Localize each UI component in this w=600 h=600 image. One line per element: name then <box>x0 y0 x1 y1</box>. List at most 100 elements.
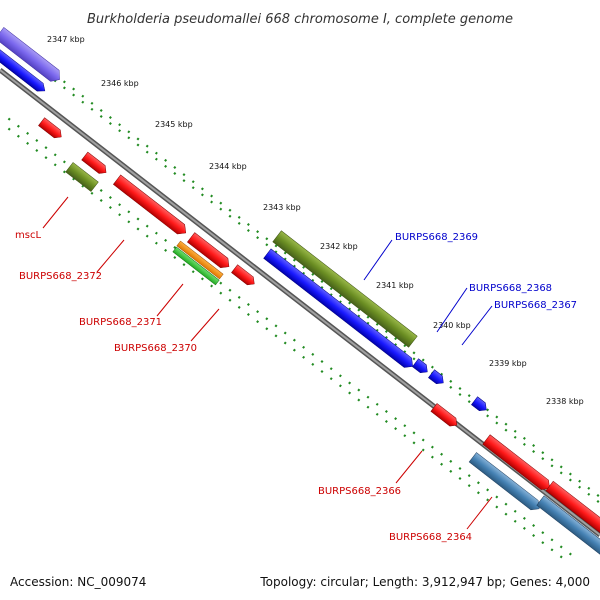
tick-dot <box>44 146 48 150</box>
tick-dot <box>90 101 94 105</box>
tick-dot <box>559 471 563 475</box>
tick-dot <box>108 196 112 200</box>
tick-dot <box>430 365 434 369</box>
tick-dot <box>403 424 407 428</box>
tick-dot <box>256 310 260 314</box>
tick-dot <box>265 327 269 331</box>
tick-dot <box>348 391 352 395</box>
tick-dot <box>366 405 370 409</box>
gene-bar-burps668-2370[interactable] <box>172 246 220 286</box>
tick-dot <box>53 153 57 157</box>
tick-dot <box>246 229 250 232</box>
gene-label-burps668-2372[interactable]: BURPS668_2372 <box>19 271 102 282</box>
gene-label-burps668-2367[interactable]: BURPS668_2367 <box>494 300 577 311</box>
tick-dot <box>164 158 168 162</box>
tick-dot <box>384 419 388 423</box>
tick-dot <box>348 301 352 305</box>
gene-label-burps668-2368[interactable]: BURPS668_2368 <box>469 283 552 294</box>
tick-dot <box>283 251 287 255</box>
tick-dot <box>274 334 278 338</box>
scale-label: 2347 kbp <box>47 35 85 44</box>
tick-dot <box>421 438 425 442</box>
tick-dot <box>467 400 471 404</box>
tick-dot <box>191 270 195 274</box>
tick-dot <box>311 362 315 366</box>
gene-bar-red[interactable] <box>81 151 109 176</box>
gene-bar-red[interactable] <box>38 117 64 141</box>
gene-bar-blue[interactable] <box>471 396 489 414</box>
tick-dot <box>182 173 186 177</box>
gene-bar-burps668-2364[interactable] <box>468 452 543 514</box>
tick-dot <box>210 200 214 204</box>
gene-bar-burps668-2367[interactable] <box>428 369 446 387</box>
tick-dot <box>486 488 490 492</box>
tick-dot <box>504 428 508 432</box>
tick-dot <box>237 305 241 309</box>
gene-bar-red[interactable] <box>545 480 600 538</box>
gene-label-burps668-2364[interactable]: BURPS668_2364 <box>389 532 472 543</box>
tick-dot <box>228 208 232 212</box>
tick-dot <box>550 548 554 552</box>
tick-dot <box>81 184 85 188</box>
tick-dot <box>228 214 232 218</box>
tick-dot <box>118 129 122 133</box>
tick-dot <box>476 491 480 495</box>
tick-dot <box>495 495 499 499</box>
tick-dot <box>357 314 361 318</box>
gene-bar-red[interactable] <box>482 434 554 494</box>
tick-dot <box>329 287 333 291</box>
gene-label-burps668-2369[interactable]: BURPS668_2369 <box>395 232 478 243</box>
gene-bar-burps668-2368[interactable] <box>412 358 430 376</box>
tick-dot <box>191 186 195 190</box>
tick-dot <box>81 100 85 104</box>
tick-dot <box>532 524 536 528</box>
tick-dot <box>265 237 269 241</box>
tick-dot <box>302 271 306 275</box>
tick-dot <box>256 230 260 234</box>
gene-bar-red[interactable] <box>187 232 232 272</box>
tick-dot <box>274 324 278 328</box>
gene-label-burps668-2370[interactable]: BURPS668_2370 <box>114 343 197 354</box>
tick-dot <box>7 127 11 131</box>
tick-dot <box>541 541 545 545</box>
tick-dot <box>154 151 158 155</box>
gene-bar-blue[interactable] <box>263 248 417 371</box>
tick-dot <box>35 149 39 152</box>
tick-dot <box>357 398 361 402</box>
tick-dot <box>522 516 526 520</box>
tick-dot <box>495 421 499 425</box>
topology-text: Topology: circular; Length: 3,912,947 bp… <box>259 575 590 589</box>
tick-dot <box>504 512 508 516</box>
gene-bar-red[interactable] <box>231 264 257 288</box>
tick-dot <box>292 348 296 352</box>
tick-dot <box>256 320 260 324</box>
tick-dot <box>440 372 444 376</box>
gene-bar-mscl[interactable] <box>65 162 99 192</box>
tick-dot <box>302 265 306 269</box>
gene-bar-lavender[interactable] <box>0 27 64 85</box>
tick-dot <box>394 417 398 421</box>
gene-bar-burps668-2369[interactable] <box>272 230 418 348</box>
gene-label-burps668-2366[interactable]: BURPS668_2366 <box>318 486 401 497</box>
gene-bar-burps668-2372[interactable] <box>112 174 189 238</box>
tick-dot <box>154 231 158 235</box>
tick-dot <box>246 313 250 316</box>
gene-bar-burps668-2371[interactable] <box>176 240 224 280</box>
tick-dot <box>200 193 204 197</box>
gene-label-mscl[interactable]: mscL <box>15 230 41 241</box>
tick-dot <box>256 236 260 240</box>
gene-bar-burps668-2366[interactable] <box>430 403 460 429</box>
tick-dot <box>164 164 168 168</box>
tick-dot <box>467 474 471 478</box>
tick-dot <box>7 117 11 121</box>
tick-dot <box>338 300 342 304</box>
tick-dot <box>348 307 352 311</box>
gene-bar-blue[interactable] <box>0 43 48 95</box>
tick-dot <box>246 303 250 306</box>
tick-dot <box>522 526 526 530</box>
gene-label-burps668-2371[interactable]: BURPS668_2371 <box>79 317 162 328</box>
tick-dot <box>44 156 48 160</box>
tick-dot <box>302 345 306 349</box>
tick-dot <box>127 130 131 134</box>
